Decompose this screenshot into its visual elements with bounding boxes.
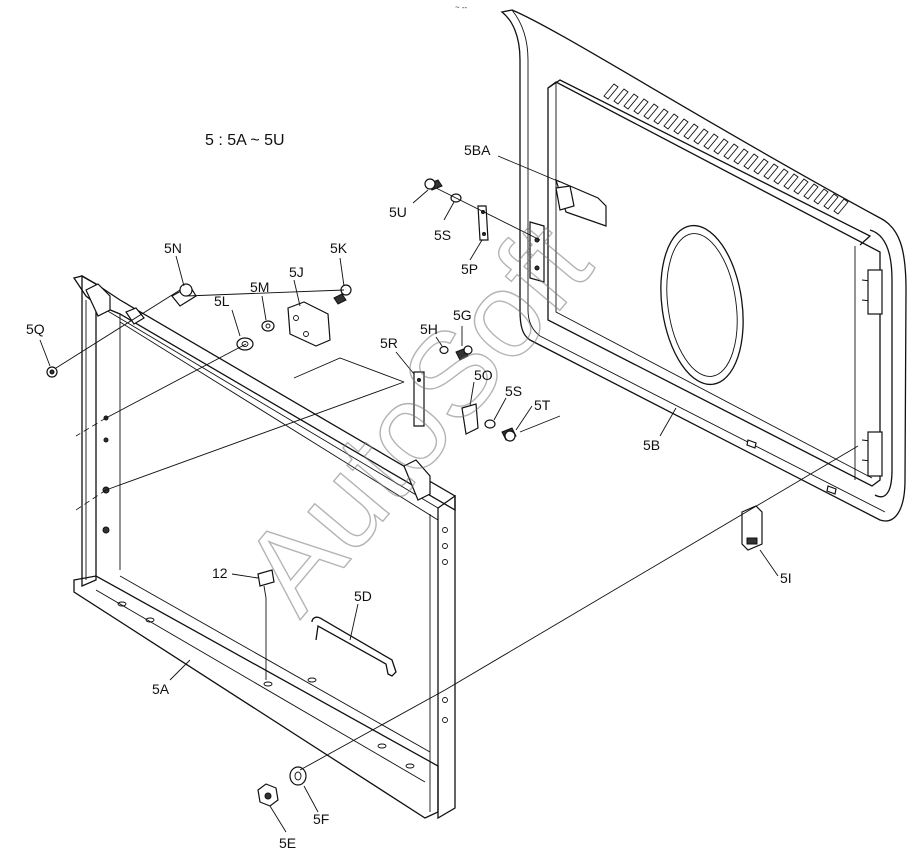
part-5Q-nut — [46, 366, 58, 378]
leader-lines — [39, 155, 779, 833]
label-5M: 5M — [250, 279, 269, 295]
label-5T: 5T — [534, 397, 551, 413]
part-5A-front-frame — [72, 274, 456, 820]
label-5S-mid: 5S — [505, 383, 522, 399]
part-12-screw — [257, 569, 275, 599]
label-5O: 5O — [474, 367, 493, 383]
label-5R: 5R — [380, 335, 398, 351]
part-5F-washer — [289, 766, 307, 786]
label-5Q: 5Q — [26, 321, 45, 337]
label-12: 12 — [212, 565, 228, 581]
label-5L: 5L — [214, 293, 230, 309]
label-5K: 5K — [330, 240, 348, 256]
label-5I: 5I — [780, 570, 792, 586]
part-5G-screw — [455, 345, 473, 361]
part-5B-rear-panel — [500, 9, 907, 522]
part-labels: 5BA 5U 5S 5P 5N 5K 5J 5M 5L 5Q 5H 5G 5R … — [26, 142, 792, 851]
label-5A: 5A — [152, 681, 170, 697]
label-5S-top: 5S — [434, 227, 451, 243]
part-5S-mid-washer — [484, 419, 496, 429]
label-5N: 5N — [164, 240, 182, 256]
label-5P: 5P — [461, 261, 478, 277]
label-5G: 5G — [453, 307, 472, 323]
part-5U-screw — [424, 178, 443, 191]
label-5BA: 5BA — [464, 142, 491, 158]
part-5O-clip — [461, 403, 479, 435]
label-5D: 5D — [354, 588, 372, 604]
label-5E: 5E — [279, 835, 296, 851]
range-note: 5 : 5A ~ 5U — [205, 132, 285, 149]
part-5N-bumper — [171, 283, 197, 307]
header-marks: ~ -- — [455, 3, 468, 12]
part-5J-bracket — [287, 301, 331, 347]
assembly-lines — [55, 187, 859, 771]
part-5T-screw — [501, 427, 517, 442]
part-5P-bracket — [477, 205, 489, 241]
label-5F: 5F — [313, 811, 329, 827]
label-5J: 5J — [289, 264, 304, 280]
part-5K-screw — [333, 284, 352, 305]
part-5H-washer — [439, 345, 449, 355]
label-5U: 5U — [389, 204, 407, 220]
label-5H: 5H — [420, 321, 438, 337]
part-5D-rod — [311, 616, 397, 677]
part-5R-bracket — [413, 371, 425, 427]
part-5E-nut — [257, 783, 279, 807]
label-5B: 5B — [643, 437, 660, 453]
part-5M-washer — [261, 320, 275, 332]
part-5L-nut — [236, 337, 254, 351]
